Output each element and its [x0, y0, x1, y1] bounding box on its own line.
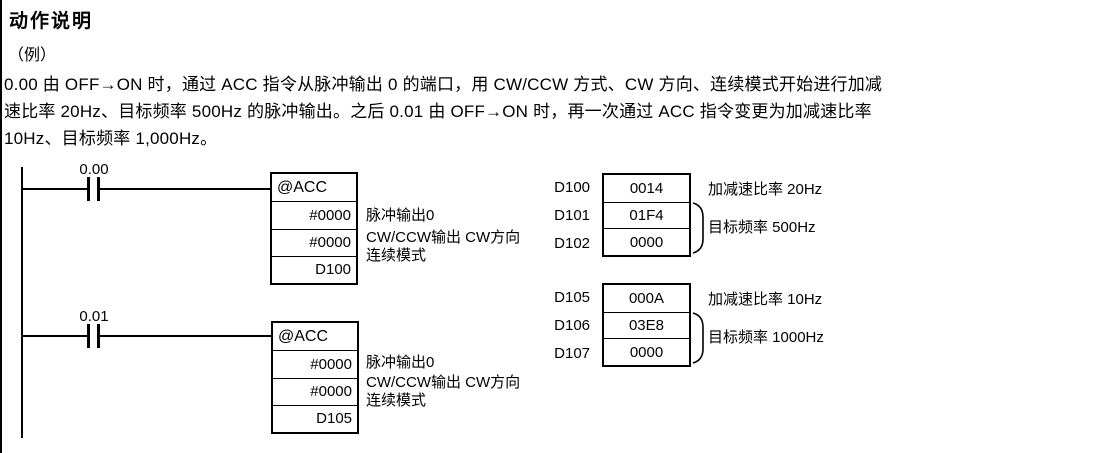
- memtable1-value-box: 0014 01F4 0000: [602, 173, 691, 257]
- memtable2-value-box: 000A 03E8 0000: [602, 283, 691, 367]
- memtable1-note-target-frequency: 目标频率 500Hz: [708, 219, 816, 236]
- rung1-contact-icon: [87, 177, 100, 201]
- rung2-operand-3: D105: [273, 404, 357, 432]
- rung2-operand-1: #0000: [273, 350, 357, 377]
- memtable1-value-d102: 0000: [604, 228, 689, 255]
- rung2-operand-2: #0000: [273, 377, 357, 405]
- rung2-note-pulse-output: 脉冲输出0: [366, 354, 435, 371]
- memtable1-value-d101: 01F4: [604, 201, 689, 229]
- rung1-note-continuous-mode: 连续模式: [366, 247, 427, 264]
- memtable1-address-column: D100 D101 D102: [552, 173, 598, 257]
- rung2-wire: [22, 335, 271, 337]
- rung1-acc-instruction-block: @ACC #0000 #0000 D100: [270, 172, 358, 285]
- memtable1-address-d101: D101: [554, 206, 590, 224]
- memtable2-address-d107: D107: [554, 344, 590, 362]
- rung1-note-cwccw: CW/CCW输出 CW方向: [366, 229, 521, 246]
- rung2-note-cwccw: CW/CCW输出 CW方向: [366, 374, 521, 391]
- rung1-wire: [22, 188, 270, 190]
- ladder-left-rail: [21, 167, 23, 438]
- memtable2-value-d105: 000A: [628, 289, 665, 307]
- memtable2-address-d105: D105: [554, 288, 590, 306]
- memtable1-note-accel-rate: 加减速比率 20Hz: [708, 181, 823, 198]
- memtable2-value-d107: 0000: [604, 338, 689, 365]
- rung1-operand-1: #0000: [272, 201, 356, 228]
- rung2-contact-label: 0.01: [79, 308, 109, 325]
- description-line-1: 0.00 由 OFF→ON 时，通过 ACC 指令从脉冲输出 0 的端口，用 C…: [4, 75, 883, 94]
- example-label: （例）: [8, 47, 57, 64]
- memtable2-note-accel-rate: 加减速比率 10Hz: [708, 291, 823, 308]
- rung1-contact-label: 0.00: [79, 161, 109, 178]
- memtable1-value-d100: 0014: [629, 179, 664, 197]
- memtable2-value-d106: 03E8: [604, 311, 689, 339]
- page-left-border: [0, 0, 2, 453]
- memtable2-address-d106: D106: [554, 316, 590, 334]
- rung1-operand-2: #0000: [272, 228, 356, 256]
- rung1-note-pulse-output: 脉冲输出0: [366, 207, 435, 224]
- memtable2-address-column: D105 D106 D107: [552, 283, 598, 367]
- description-line-3: 10Hz、目标频率 1,000Hz。: [4, 129, 218, 148]
- memtable1-address-d102: D102: [554, 234, 590, 252]
- memtable2-brace: [692, 312, 704, 364]
- rung2-instruction-mnemonic: @ACC: [278, 327, 329, 345]
- memtable2-note-target-frequency: 目标频率 1000Hz: [708, 329, 824, 346]
- memtable1-address-d100: D100: [554, 178, 590, 196]
- rung1-instruction-mnemonic: @ACC: [277, 178, 328, 196]
- rung2-contact-icon: [87, 324, 100, 348]
- rung2-acc-instruction-block: @ACC #0000 #0000 D105: [271, 321, 359, 434]
- page-title: 动作说明: [9, 11, 94, 32]
- rung2-note-continuous-mode: 连续模式: [366, 392, 427, 409]
- memtable1-brace: [692, 202, 704, 254]
- description-line-2: 速比率 20Hz、目标频率 500Hz 的脉冲输出。之后 0.01 由 OFF→…: [4, 102, 872, 121]
- rung1-operand-3: D100: [272, 255, 356, 283]
